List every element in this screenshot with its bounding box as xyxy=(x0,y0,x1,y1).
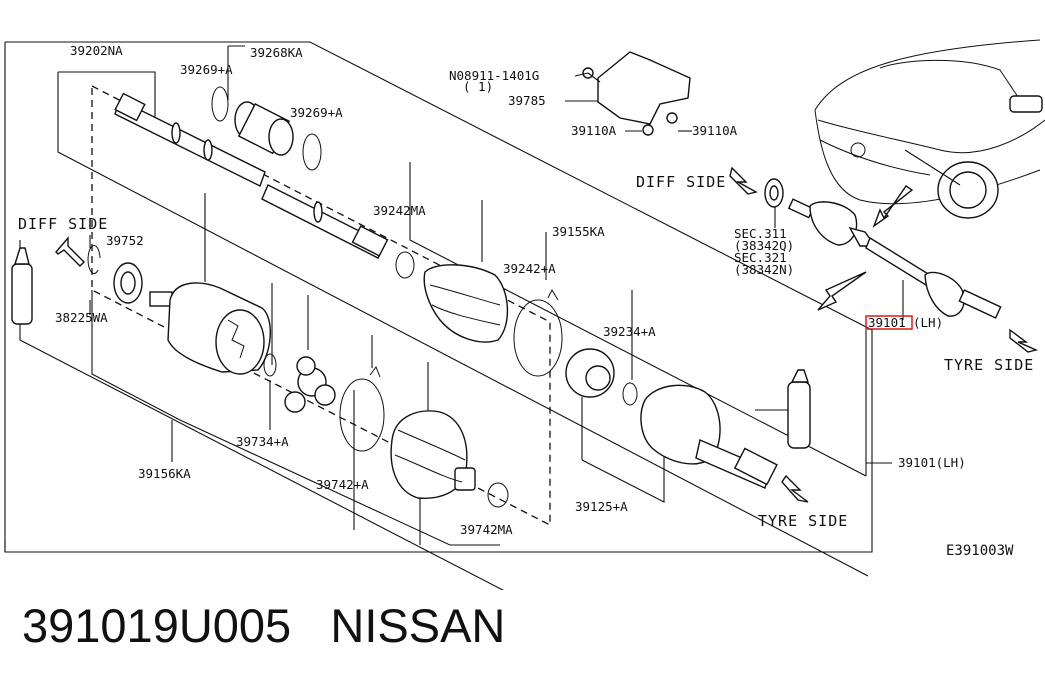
label-39785: 39785 xyxy=(508,93,546,108)
label-diff-side-right: DIFF SIDE xyxy=(636,173,726,191)
spider-assembly xyxy=(284,356,336,413)
dashed-group-box xyxy=(91,85,551,527)
parts-diagram: 39202NA 39268KA 39269+A 39269+A 39242MA … xyxy=(4,39,1045,590)
label-38225WA: 38225WA xyxy=(55,310,108,325)
label-39202NA: 39202NA xyxy=(70,43,123,58)
label-39242A: 39242+A xyxy=(503,261,556,276)
label-39268KA: 39268KA xyxy=(250,45,303,60)
highlight-box xyxy=(865,315,913,330)
label-39742MA: 39742MA xyxy=(460,522,513,537)
boot-band-inner xyxy=(339,365,385,452)
label-39110A-left: 39110A xyxy=(571,123,617,138)
arrow-diff-left xyxy=(55,236,85,267)
product-caption: 391019U005 NISSAN xyxy=(22,598,505,653)
label-39156KA: 39156KA xyxy=(138,466,191,481)
label-39242MA: 39242MA xyxy=(373,203,426,218)
label-39101LH: 39101(LH) xyxy=(898,455,966,470)
arrow-tyre-main xyxy=(781,474,809,503)
label-08911-1401G: N08911-1401G xyxy=(449,68,539,83)
outer-joint-housing xyxy=(640,384,778,489)
boot-band-outer-small xyxy=(395,251,415,279)
damper-band-right xyxy=(302,133,322,171)
label-highlight-suffix: (LH) xyxy=(913,315,943,330)
mini-halfshaft xyxy=(787,198,1002,319)
oil-seal xyxy=(113,262,143,304)
label-sec311-ref: (38342Q) xyxy=(734,238,794,253)
label-39752: 39752 xyxy=(106,233,144,248)
label-39125A: 39125+A xyxy=(575,499,628,514)
inner-boot xyxy=(390,410,476,499)
caption-brand: NISSAN xyxy=(330,599,506,652)
arrow-diff-right xyxy=(729,166,758,195)
boot-band-small xyxy=(487,482,509,508)
bracket-leaders xyxy=(565,72,692,132)
diagram-code: E391003W xyxy=(946,543,1014,559)
caption-part-number: 391019U005 xyxy=(22,599,292,652)
dynamic-damper xyxy=(234,101,294,156)
spider-snap-ring xyxy=(263,353,277,377)
label-08911-qty: ( 1) xyxy=(463,79,493,94)
bearing-ring xyxy=(764,178,784,208)
label-39742A: 39742+A xyxy=(316,477,369,492)
car-illustration xyxy=(814,39,1045,228)
label-39734A: 39734+A xyxy=(236,434,289,449)
outer-boot xyxy=(423,264,509,343)
heat-insulator-bracket xyxy=(582,51,691,136)
label-39269A-right: 39269+A xyxy=(290,105,343,120)
diagram-frame xyxy=(4,41,873,553)
label-39155KA: 39155KA xyxy=(552,224,605,239)
inner-shaft xyxy=(114,92,389,259)
label-sec311: SEC.311 xyxy=(734,226,787,241)
label-tyre-side-right: TYRE SIDE xyxy=(944,356,1034,374)
label-sec321-ref: (38342N) xyxy=(734,262,794,277)
label-39234A: 39234+A xyxy=(603,324,656,339)
outer-snap-ring xyxy=(622,382,638,406)
grease-tube-left xyxy=(11,247,33,325)
label-sec321: SEC.321 xyxy=(734,250,787,265)
label-highlight-code: 39101 xyxy=(868,315,906,330)
mini-leaders xyxy=(774,207,904,320)
inner-race xyxy=(565,348,615,398)
damper-band-left xyxy=(211,86,229,122)
label-39269A-top: 39269+A xyxy=(180,62,233,77)
arrow-tyre-right xyxy=(1009,328,1039,353)
inner-joint-housing xyxy=(149,282,271,375)
small-arrow-down xyxy=(817,271,867,311)
grease-tube-right xyxy=(787,369,811,449)
snap-ring-left xyxy=(87,245,101,274)
boot-band-outer-large xyxy=(513,288,563,377)
label-tyre-side-main: TYRE SIDE xyxy=(758,512,848,530)
label-39110A-right: 39110A xyxy=(692,123,738,138)
label-diff-side-left: DIFF SIDE xyxy=(18,215,108,233)
